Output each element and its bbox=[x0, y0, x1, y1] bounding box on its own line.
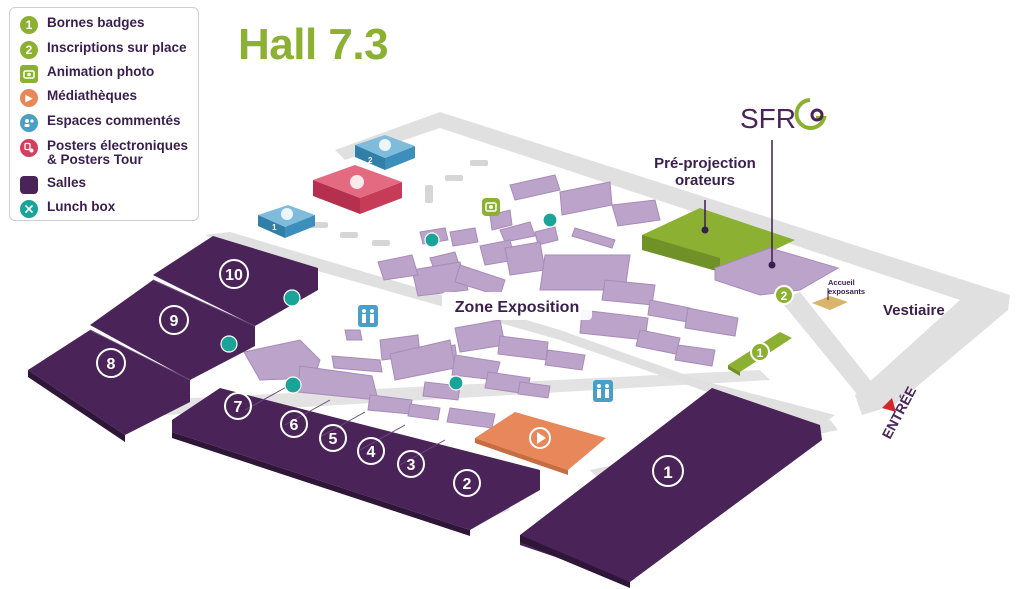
number-2-badge-icon: 2 bbox=[20, 41, 38, 59]
legend-label: Salles bbox=[47, 175, 87, 190]
svg-text:2: 2 bbox=[368, 156, 373, 165]
vestiaire-label: Vestiaire bbox=[883, 302, 945, 319]
zone-exposition-label: Zone Exposition bbox=[442, 292, 592, 320]
svg-text:7: 7 bbox=[234, 399, 243, 416]
posters-electroniques-area bbox=[313, 165, 402, 214]
toilets-icon bbox=[358, 305, 378, 327]
svg-text:2: 2 bbox=[781, 289, 788, 303]
svg-text:6: 6 bbox=[290, 417, 299, 434]
legend-label: Inscriptions sur place bbox=[47, 40, 187, 55]
legend-label: Lunch box bbox=[47, 199, 116, 214]
svg-text:exposants: exposants bbox=[828, 287, 865, 296]
legend-item-posters: Posters électroniques & Posters Tour bbox=[20, 139, 188, 167]
legend-item-bornes-badges: 1 Bornes badges bbox=[20, 16, 145, 34]
svg-text:10: 10 bbox=[225, 267, 243, 284]
room-square-icon bbox=[20, 176, 38, 194]
room-number-9[interactable]: 9 bbox=[159, 305, 189, 335]
room-number-7[interactable]: 7 bbox=[224, 392, 252, 420]
svg-text:Zone Exposition: Zone Exposition bbox=[455, 299, 579, 316]
legend-item-espaces-commentes: Espaces commentés bbox=[20, 114, 181, 132]
poster-touch-icon bbox=[20, 139, 38, 157]
room-number-5[interactable]: 5 bbox=[319, 424, 347, 452]
room-number-10[interactable]: 10 bbox=[219, 259, 249, 289]
room-number-1[interactable]: 1 bbox=[652, 455, 684, 487]
svg-text:Pré-projection: Pré-projection bbox=[654, 155, 756, 172]
toilets-icon bbox=[593, 380, 613, 402]
camera-icon[interactable] bbox=[482, 198, 500, 216]
svg-text:4: 4 bbox=[367, 444, 376, 461]
svg-text:8: 8 bbox=[107, 356, 116, 373]
marker-inscriptions[interactable]: 2 bbox=[774, 285, 794, 305]
espace-commente-1: 1 bbox=[258, 205, 315, 238]
sfr-logo: SFR bbox=[740, 98, 827, 134]
room-number-4[interactable]: 4 bbox=[357, 437, 385, 465]
accueil-exposants: Accueil exposants bbox=[812, 278, 865, 310]
lunch-box-icons bbox=[220, 212, 558, 394]
svg-text:1: 1 bbox=[757, 346, 764, 360]
play-icon: ▶ bbox=[20, 89, 38, 107]
hall-title: Hall 7.3 bbox=[238, 20, 389, 69]
svg-text:2: 2 bbox=[463, 476, 472, 493]
legend-label: Bornes badges bbox=[47, 15, 145, 30]
number-1-badge-icon: 1 bbox=[20, 16, 38, 34]
legend-item-inscriptions: 2 Inscriptions sur place bbox=[20, 41, 187, 59]
svg-text:3: 3 bbox=[407, 457, 416, 474]
svg-text:9: 9 bbox=[170, 313, 179, 330]
room-number-2[interactable]: 2 bbox=[453, 469, 481, 497]
legend-item-animation-photo: Animation photo bbox=[20, 65, 154, 83]
legend-label: Posters électroniques & Posters Tour bbox=[47, 138, 189, 167]
svg-text:Accueil: Accueil bbox=[828, 278, 855, 287]
room-number-3[interactable]: 3 bbox=[397, 450, 425, 478]
espace-commente-2: 2 bbox=[355, 135, 415, 170]
people-talk-icon bbox=[20, 114, 38, 132]
camera-icon bbox=[20, 65, 38, 83]
legend-label: Médiathèques bbox=[47, 88, 138, 103]
svg-text:orateurs: orateurs bbox=[675, 172, 735, 189]
marker-bornes-badges[interactable]: 1 bbox=[750, 342, 770, 362]
sfr-stand bbox=[714, 140, 840, 296]
svg-text:5: 5 bbox=[329, 431, 338, 448]
legend-label: Espaces commentés bbox=[47, 113, 181, 128]
legend: 1 Bornes badges 2 Inscriptions sur place… bbox=[9, 7, 199, 221]
rooms bbox=[28, 236, 822, 588]
legend-item-mediatheques: ▶ Médiathèques bbox=[20, 89, 137, 107]
room-number-8[interactable]: 8 bbox=[96, 348, 126, 378]
svg-text:1: 1 bbox=[272, 223, 277, 232]
svg-text:1: 1 bbox=[663, 463, 672, 482]
mediatheque-area bbox=[475, 412, 606, 475]
legend-item-salles: Salles bbox=[20, 176, 86, 194]
legend-item-lunch-box: Lunch box bbox=[20, 200, 115, 218]
legend-label: Animation photo bbox=[47, 64, 155, 79]
room-number-6[interactable]: 6 bbox=[280, 410, 308, 438]
svg-text:SFR: SFR bbox=[740, 103, 796, 134]
cutlery-icon bbox=[20, 200, 38, 218]
